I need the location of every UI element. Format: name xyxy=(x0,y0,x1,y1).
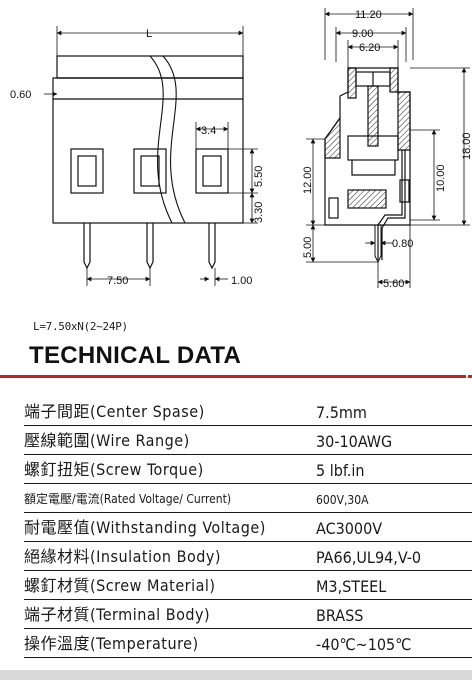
spec-value: 7.5mm xyxy=(316,403,367,422)
spec-label: 端子間距(Center Spase) xyxy=(24,402,205,421)
front-view xyxy=(44,26,258,286)
spec-value: BRASS xyxy=(316,606,364,625)
spec-row-insulation-body: 絕緣材料(Insulation Body) PA66,UL94,V-0 xyxy=(24,543,472,571)
title-underline-end xyxy=(468,375,472,378)
dim-overall-width: 11.20 xyxy=(355,9,382,21)
dim-pin-thickness: 0.80 xyxy=(392,238,413,250)
spec-value: PA66,UL94,V-0 xyxy=(316,548,422,567)
spec-label: 螺釘材質(Screw Material) xyxy=(24,576,216,595)
dim-height-inner: 10.00 xyxy=(435,164,447,192)
dim-height-total: 18.00 xyxy=(461,132,472,160)
dim-window-to-bottom: 3.30 xyxy=(253,202,265,223)
spec-row-rated-voltage-current: 額定電壓/電流(Rated Voltage/ Current) 600V,30A xyxy=(24,485,472,513)
spec-label: 壓線範圍(Wire Range) xyxy=(24,431,190,450)
footer-bar xyxy=(0,670,472,680)
title-underline xyxy=(0,375,466,378)
dim-window-width: 3.4 xyxy=(201,125,216,137)
spec-value: -40℃~105℃ xyxy=(316,635,412,654)
dim-pin-offset: 5.60 xyxy=(383,278,404,290)
dim-pitch: 7.50 xyxy=(107,275,128,287)
spec-value: 30-10AWG xyxy=(316,432,393,451)
dim-pin-length: 5.00 xyxy=(302,237,314,258)
spec-label: 端子材質(Terminal Body) xyxy=(24,605,211,624)
spec-value: M3,STEEL xyxy=(316,577,387,596)
spec-row-withstanding-voltage: 耐電壓值(Withstanding Voltage) AC3000V xyxy=(24,514,472,542)
spec-value: 5 lbf.in xyxy=(316,461,365,480)
spec-label: 螺釘扭矩(Screw Torque) xyxy=(24,460,204,479)
spec-row-screw-torque: 螺釘扭矩(Screw Torque) 5 lbf.in xyxy=(24,456,472,484)
technical-drawing: L 0.60 3.4 5.50 3.30 7.50 1.00 xyxy=(10,8,472,290)
spec-row-screw-material: 螺釘材質(Screw Material) M3,STEEL xyxy=(24,572,472,600)
side-view xyxy=(306,8,470,288)
spec-value: 600V,30A xyxy=(316,493,369,507)
spec-label: 耐電壓值(Withstanding Voltage) xyxy=(24,518,266,537)
spec-label: 額定電壓/電流(Rated Voltage/ Current) xyxy=(24,492,232,506)
dim-width-2: 9.00 xyxy=(352,28,373,40)
length-formula: L=7.50xN(2~24P) xyxy=(33,320,128,333)
section-title: TECHNICAL DATA xyxy=(29,342,242,369)
dim-width-3: 6.20 xyxy=(359,42,380,54)
spec-value: AC3000V xyxy=(316,519,383,538)
spec-row-center-space: 端子間距(Center Spase) 7.5mm xyxy=(24,398,472,426)
dim-height-body: 12.00 xyxy=(302,166,314,194)
dim-window-height: 5.50 xyxy=(253,166,265,187)
spec-label: 操作溫度(Temperature) xyxy=(24,634,199,653)
spec-label: 絕緣材料(Insulation Body) xyxy=(24,547,222,566)
spec-row-wire-range: 壓線範圍(Wire Range) 30-10AWG xyxy=(24,427,472,455)
spec-row-temperature: 操作溫度(Temperature) -40℃~105℃ xyxy=(24,630,472,658)
dim-length: L xyxy=(146,28,152,40)
dim-pin: 1.00 xyxy=(231,275,252,287)
dim-top-offset: 0.60 xyxy=(10,89,31,101)
spec-row-terminal-body: 端子材質(Terminal Body) BRASS xyxy=(24,601,472,629)
